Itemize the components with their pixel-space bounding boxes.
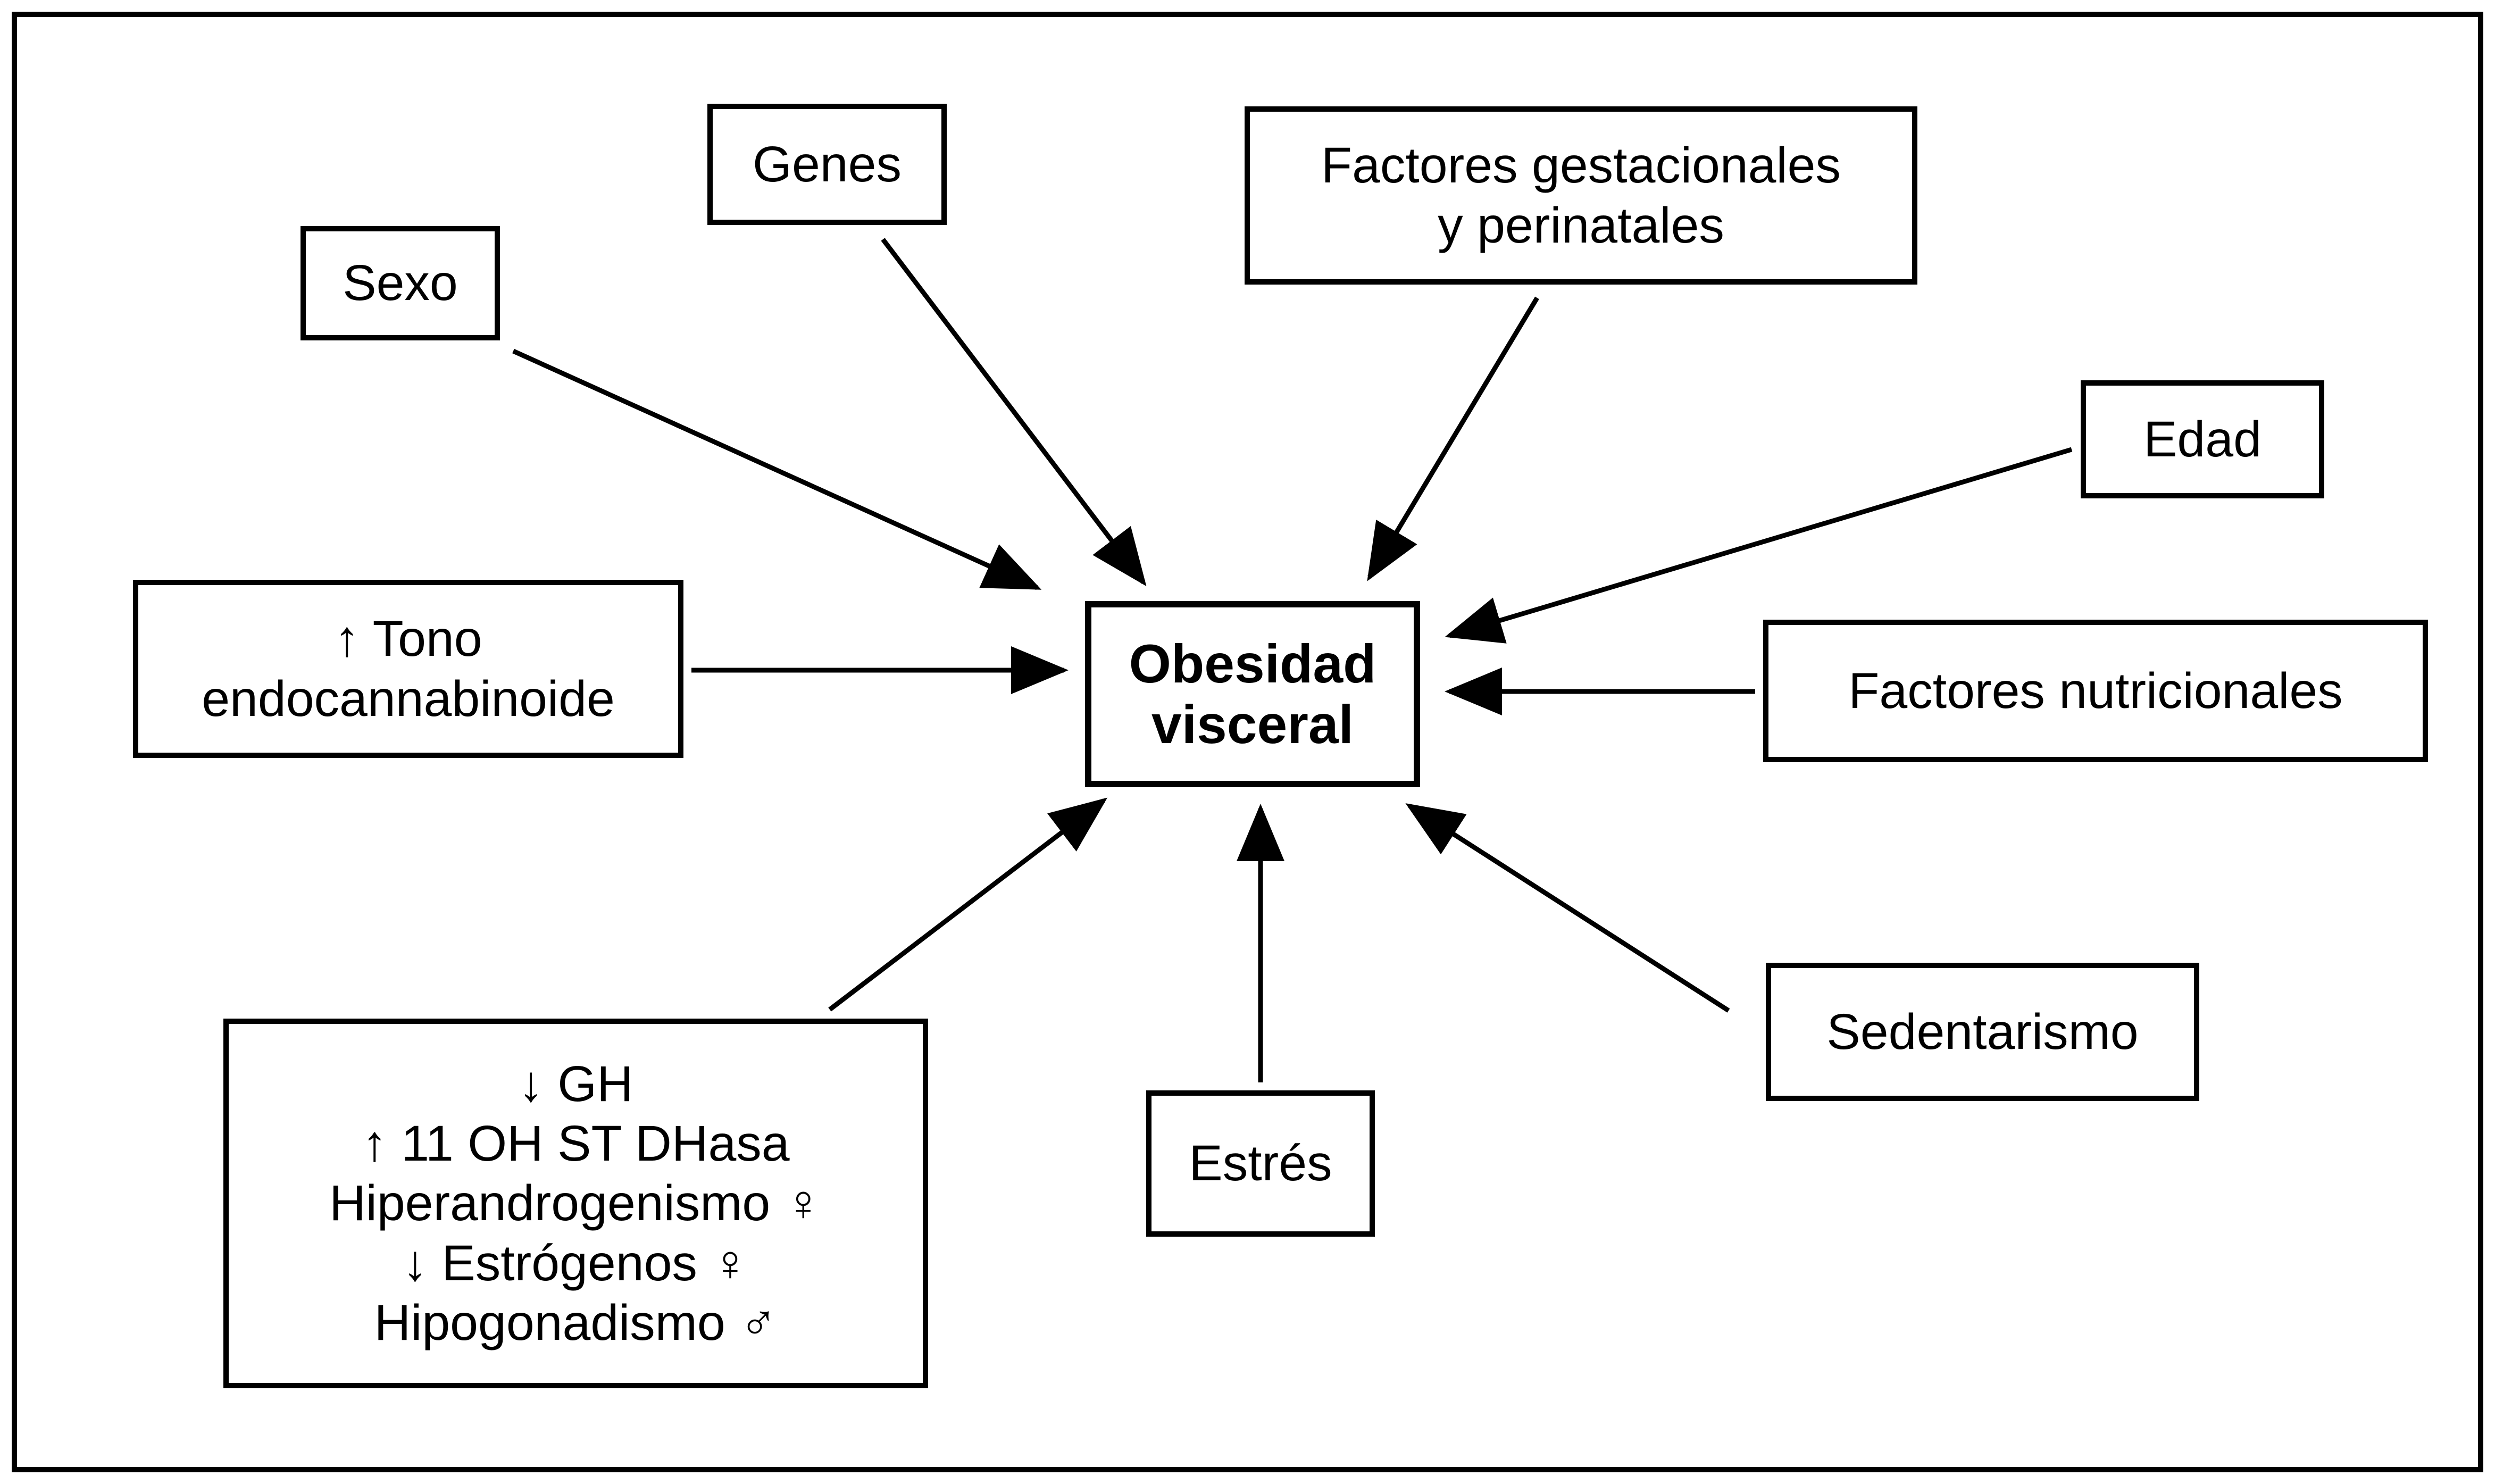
node-genes: Genes <box>707 104 947 225</box>
node-sedentarismo: Sedentarismo <box>1766 963 2199 1101</box>
node-estres-label: Estrés <box>1189 1135 1332 1192</box>
node-visceral-obesity-center: Obesidad visceral <box>1085 601 1420 787</box>
node-sedentarismo-label: Sedentarismo <box>1826 1003 2139 1060</box>
node-endocannabinoid-tone: ↑ Tono endocannabinoide <box>133 580 683 758</box>
node-genes-label: Genes <box>753 136 902 193</box>
node-nutritional-factors: Factores nutricionales <box>1763 620 2428 762</box>
node-visceral-obesity-label: Obesidad visceral <box>1129 633 1376 755</box>
node-edad: Edad <box>2081 380 2324 498</box>
node-edad-label: Edad <box>2143 411 2262 468</box>
node-nutritional-factors-label: Factores nutricionales <box>1848 662 2343 719</box>
node-estres: Estrés <box>1146 1090 1375 1237</box>
node-sexo-label: Sexo <box>343 255 458 312</box>
node-gestational-perinatal-factors-label: Factores gestacionales y perinatales <box>1321 137 1841 254</box>
arrow-edad-to-center <box>1445 447 2073 644</box>
arrow-gestacionales-to-center <box>1367 296 1539 581</box>
arrow-sedentarismo-to-center <box>1405 803 1730 1013</box>
arrow-hormonal-to-center <box>828 797 1108 1012</box>
node-sexo: Sexo <box>301 226 500 340</box>
arrow-genes-to-center <box>881 238 1147 587</box>
node-hormonal-factors-label: ↓ GH ↑ 11 OH ST DHasa Hiperandrogenismo … <box>329 1056 822 1351</box>
node-gestational-perinatal-factors: Factores gestacionales y perinatales <box>1245 106 1917 285</box>
diagram-border-frame <box>12 12 2483 1472</box>
node-hormonal-factors: ↓ GH ↑ 11 OH ST DHasa Hiperandrogenismo … <box>223 1019 928 1388</box>
arrow-sexo-to-center <box>512 348 1042 590</box>
node-endocannabinoid-tone-label: ↑ Tono endocannabinoide <box>202 611 615 727</box>
